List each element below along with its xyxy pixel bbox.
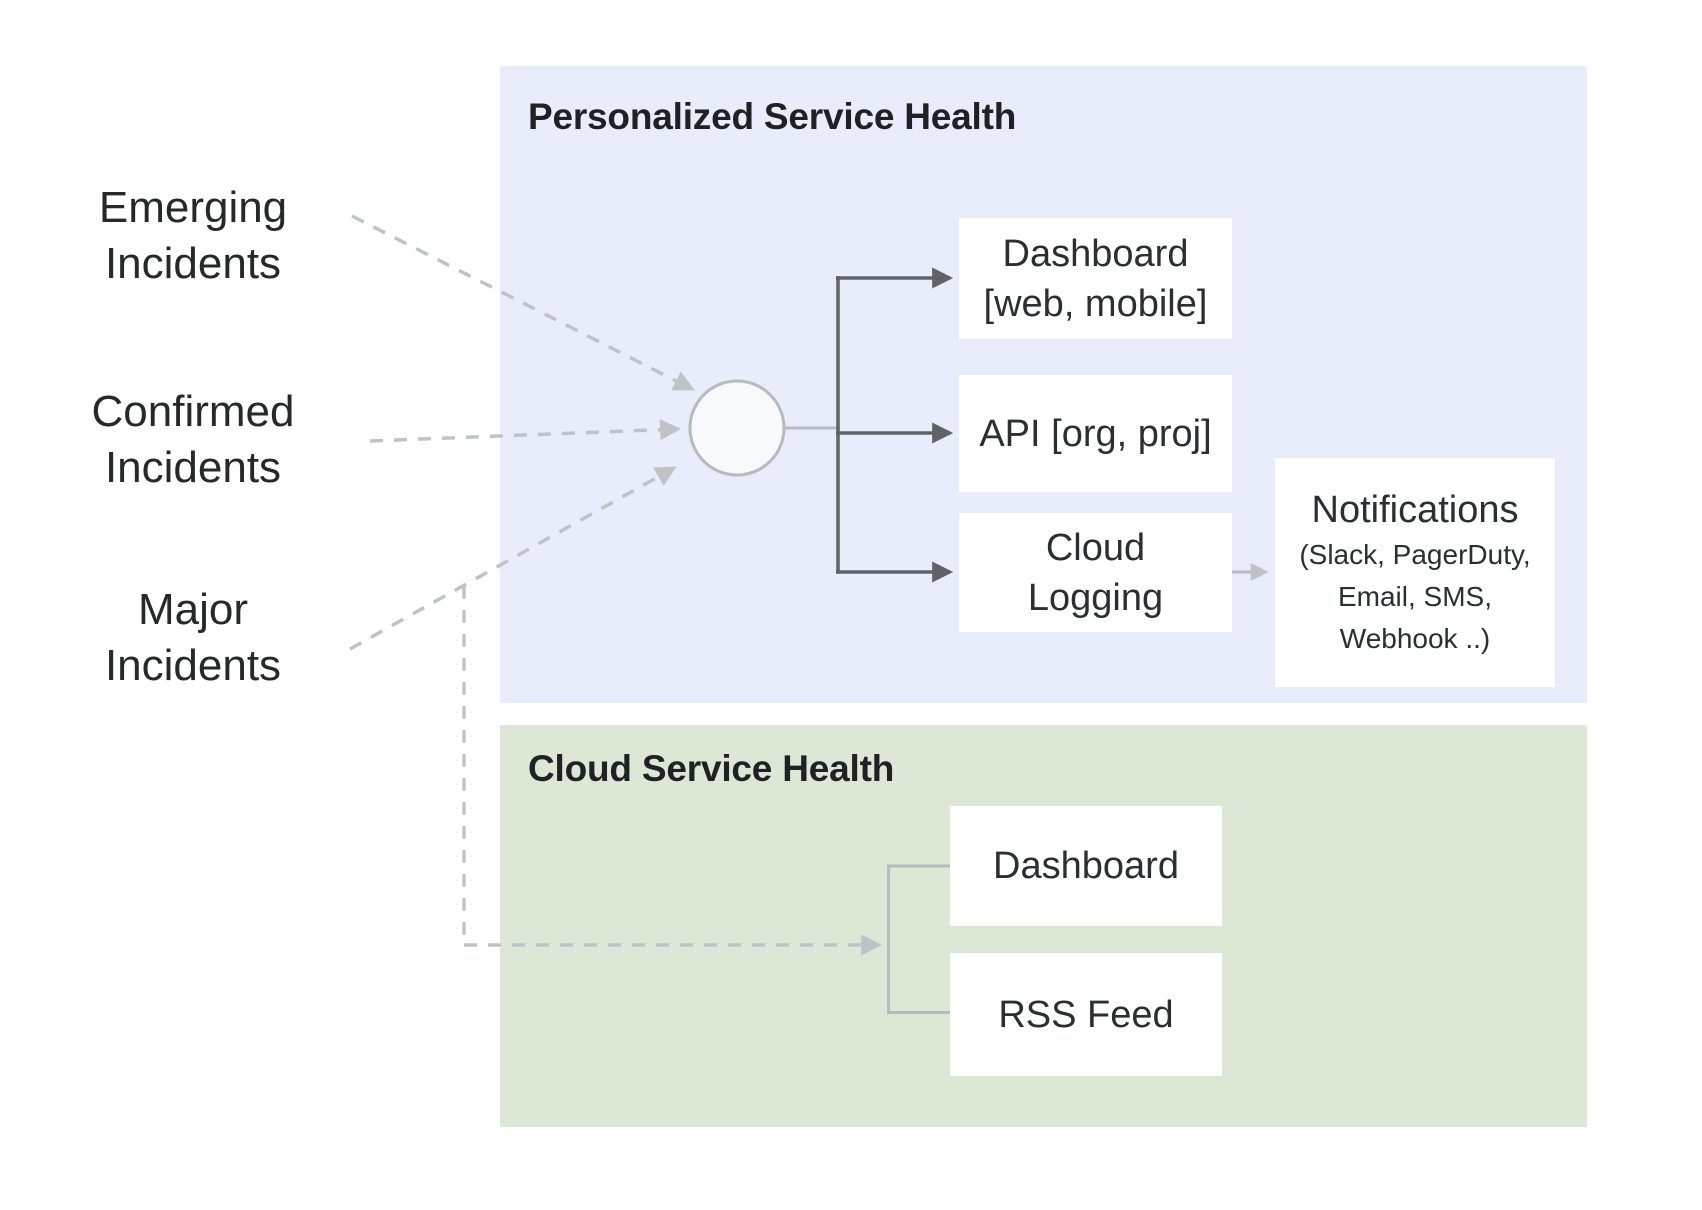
notifications-sub1: (Slack, PagerDuty, — [1299, 538, 1531, 570]
rss-feed-label: RSS Feed — [998, 993, 1174, 1036]
cloud-logging-line1: Cloud — [1045, 526, 1146, 569]
notifications-sub2: Email, SMS, — [1337, 580, 1493, 612]
api-node: API [org, proj] — [959, 375, 1232, 492]
hub-circle — [688, 379, 786, 477]
major-to-hub-arrow — [349, 466, 677, 651]
confirmed-to-hub-arrow — [369, 419, 682, 443]
notifications-node: Notifications (Slack, PagerDuty, Email, … — [1275, 458, 1555, 687]
api-node-label: API [org, proj] — [979, 412, 1212, 455]
dashboard-web-mobile-node: Dashboard [web, mobile] — [959, 218, 1232, 339]
major-incidents-line2: Incidents — [104, 641, 282, 690]
cloud-section-title: Cloud Service Health — [528, 748, 895, 789]
major-incidents-line1: Major — [137, 585, 249, 634]
notifications-sub3: Webhook ..) — [1339, 622, 1491, 654]
cloud-logging-line2: Logging — [1027, 576, 1164, 619]
emerging-incidents-line1: Emerging — [98, 183, 288, 232]
dashboard-web-mobile-line1: Dashboard — [1002, 232, 1189, 275]
cloud-section-bracket — [887, 864, 950, 1014]
cloud-dashboard-label: Dashboard — [993, 845, 1179, 887]
emerging-incidents-line2: Incidents — [104, 239, 282, 288]
emerging-incidents-label: Emerging Incidents — [53, 180, 333, 292]
confirmed-incidents-line2: Incidents — [104, 443, 282, 492]
personalized-section-title: Personalized Service Health — [528, 96, 1017, 137]
rss-feed-node: RSS Feed — [950, 953, 1222, 1076]
cloud-dashboard-node: Dashboard — [950, 806, 1222, 926]
cloud-logging-node: Cloud Logging — [959, 513, 1232, 632]
notifications-title: Notifications — [1311, 488, 1519, 531]
confirmed-incidents-label: Confirmed Incidents — [53, 384, 333, 496]
emerging-to-hub-arrow — [351, 214, 695, 391]
major-incidents-label: Major Incidents — [53, 582, 333, 694]
confirmed-incidents-line1: Confirmed — [91, 387, 295, 436]
dashboard-web-mobile-line2: [web, mobile] — [983, 282, 1208, 325]
